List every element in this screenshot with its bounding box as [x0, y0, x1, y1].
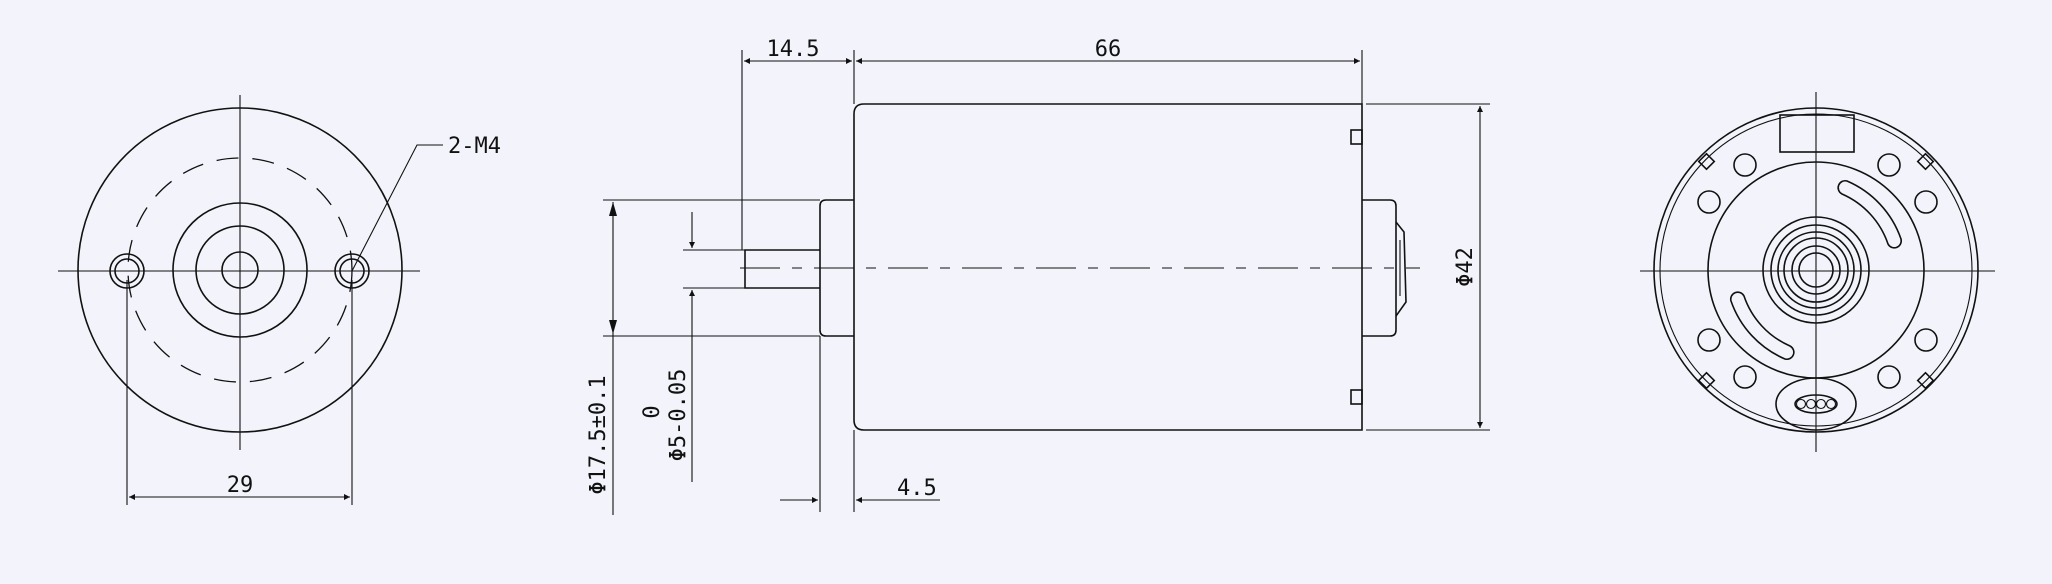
- rear-hole: [1877, 365, 1901, 389]
- thread-label: 2-M4: [448, 134, 501, 159]
- thread-leader: [351, 144, 443, 272]
- rear-hole: [1697, 328, 1721, 352]
- terminal-tab-top: [1350, 129, 1363, 145]
- terminal-block: [1779, 114, 1855, 153]
- rear-hole: [1733, 365, 1757, 389]
- connector-pin: [1815, 398, 1827, 410]
- rear-notch: [1697, 152, 1716, 171]
- rear-notch: [1916, 152, 1935, 171]
- rear-notch: [1697, 371, 1716, 390]
- rear-notches: [1697, 152, 1935, 390]
- boss-dim-arrow-top: [609, 202, 617, 216]
- rear-cap: [1362, 199, 1397, 337]
- shaft-length-label: 14.5: [767, 37, 820, 62]
- rear-bearing: [1395, 221, 1407, 317]
- rear-hole: [1914, 328, 1938, 352]
- motor-body: [853, 103, 1363, 431]
- rear-notch: [1916, 371, 1935, 390]
- body-length-label: 66: [1095, 37, 1122, 62]
- body-diameter-label: Φ42: [1453, 247, 1478, 287]
- hole-spacing-label: 29: [227, 473, 254, 498]
- rear-hole: [1877, 153, 1901, 177]
- side-view: 14.5 66 Φ42 Φ17.5±0.1 0 Φ5-0.05 4.5: [586, 37, 1490, 515]
- rear-slot-upper: [1837, 179, 1903, 249]
- rear-connector-inner: [1794, 394, 1838, 414]
- boss-length-label: 4.5: [897, 476, 937, 501]
- rear-hole: [1733, 153, 1757, 177]
- connector-pin: [1825, 398, 1837, 410]
- shaft-tolerance-upper: 0: [640, 405, 665, 418]
- boss-diameter-label: Φ17.5±0.1: [586, 375, 611, 494]
- terminal-tab-bottom: [1350, 389, 1363, 405]
- shaft-diameter-label: Φ5-0.05: [666, 369, 691, 462]
- rear-hole: [1697, 190, 1721, 214]
- rear-holes: [1697, 153, 1938, 389]
- rear-slot-lower: [1729, 291, 1795, 361]
- connector-pin: [1795, 398, 1807, 410]
- connector-pin: [1805, 398, 1817, 410]
- rear-view: [1640, 92, 1995, 452]
- rear-hole: [1914, 190, 1938, 214]
- rear-connector-oval: [1775, 377, 1857, 431]
- boss-dim-arrow-bottom: [609, 320, 617, 334]
- front-view: 2-M4 29: [58, 95, 501, 505]
- output-shaft: [744, 249, 820, 289]
